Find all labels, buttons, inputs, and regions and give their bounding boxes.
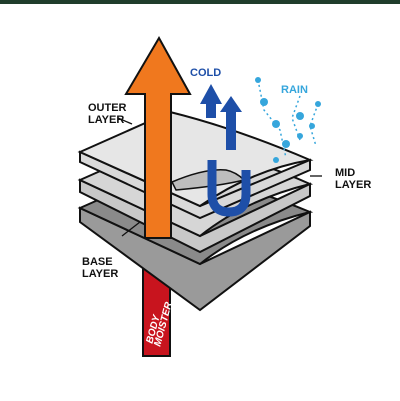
- heat-arrow-icon: [124, 35, 192, 239]
- base-layer-label-line1: BASE: [82, 256, 113, 268]
- top-rule: [0, 0, 400, 4]
- rain-label: RAIN: [281, 84, 308, 96]
- outer-layer-label-line2: LAYER: [88, 114, 124, 126]
- cold-u-arrow-icon: [200, 84, 251, 217]
- cold-label: COLD: [190, 67, 221, 79]
- leader-lines: [117, 117, 322, 237]
- mid-layer-label-line2: LAYER: [335, 179, 371, 191]
- outer-layer-label-line1: OUTER: [88, 102, 127, 114]
- mid-layer-label-line1: MID: [335, 167, 355, 179]
- base-layer-label-line2: LAYER: [82, 268, 118, 280]
- raindrops-icon: [255, 77, 321, 163]
